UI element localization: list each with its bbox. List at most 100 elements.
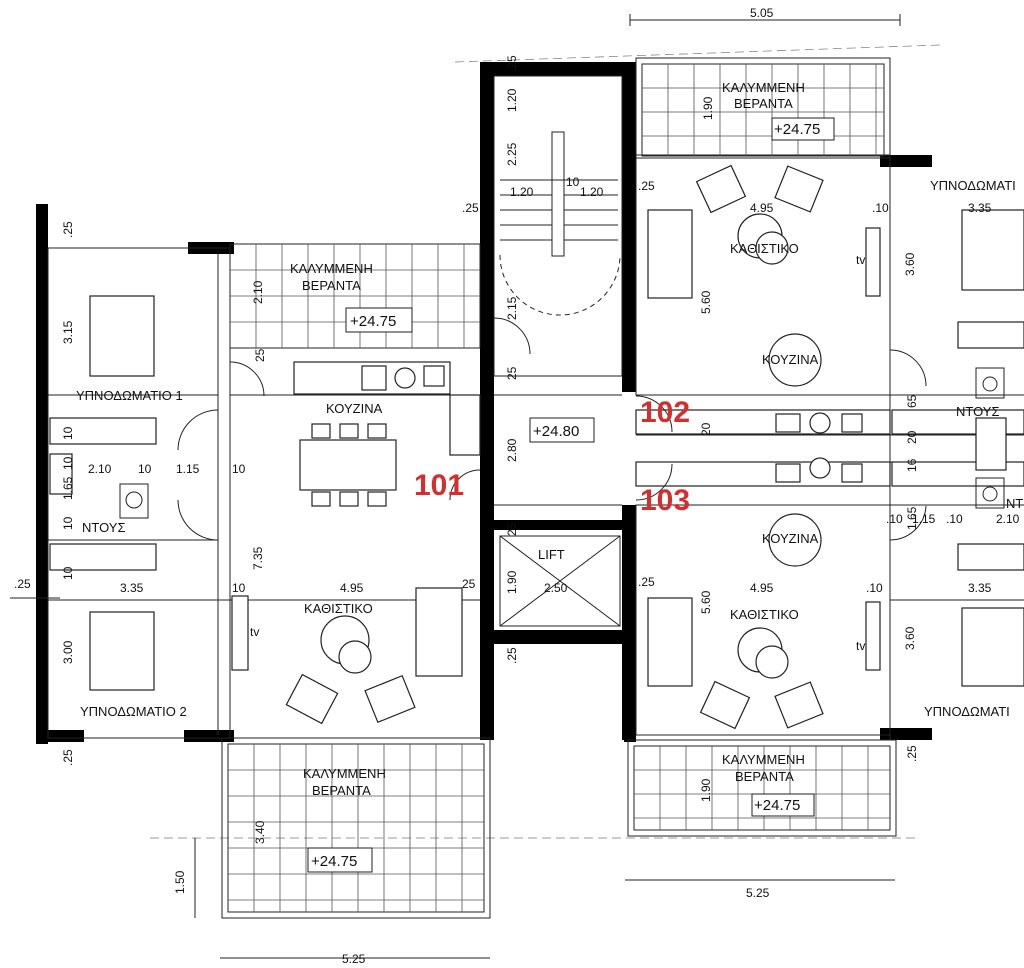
veranda-label-top-left: ΚΑΛΥΜΜΕΝΗ — [290, 261, 373, 276]
dim-25-v-left: .25 — [61, 221, 75, 238]
level-lobby: +24.80 — [533, 423, 579, 440]
dim-165-left: 1.65 — [61, 476, 75, 500]
dimension-texts: 5.05 5.25 5.25 4.95 4.95 4.95 3.35 3.35 … — [14, 6, 1020, 966]
dim-150: 1.50 — [173, 870, 187, 894]
dim-560-102: 5.60 — [699, 290, 713, 314]
dim-bottom-525-right: 5.25 — [746, 886, 770, 900]
unit-numbers: 101 102 103 — [414, 396, 690, 517]
dim-735: 7.35 — [251, 546, 265, 570]
dim-190-top: 1.90 — [701, 96, 715, 120]
dim-t10-v-d: 10 — [61, 426, 75, 440]
level-tags: +24.75 +24.75 +24.80 +24.75 +24.75 — [307, 117, 835, 873]
dim-360-bottom: 3.60 — [903, 626, 917, 650]
dim-10-a: .10 — [872, 201, 889, 215]
living-label-103: ΚΑΘΙΣΤΙΚΟ — [730, 607, 799, 622]
dim-t25-v-c: 25 — [253, 348, 267, 362]
kitchen-label-102: ΚΟΥΖΙΝΑ — [762, 352, 819, 367]
bath-label-right-cut: ΝΤ — [1006, 496, 1023, 511]
bedroom-label-right-bottom: ΥΠΝΟΔΩΜΑΤΙ — [924, 704, 1010, 719]
veranda-label-bottom-left-2: ΒΕΡΑΝΤΑ — [312, 783, 371, 798]
dim-120-stair: 1.20 — [510, 185, 534, 199]
dim-t10-v-a: 10 — [61, 456, 75, 470]
dim-t20-v: 20 — [699, 422, 713, 436]
dim-225-core: 2.25 — [505, 142, 519, 166]
dim-210-left: 2.10 — [88, 462, 112, 476]
dim-25-b: .25 — [638, 179, 655, 193]
tv-label-right-top: tv — [856, 253, 865, 267]
veranda-label-top-left-2: ΒΕΡΑΝΤΑ — [302, 278, 361, 293]
dimension-lines — [10, 14, 901, 959]
kitchen-label-103: ΚΟΥΖΙΝΑ — [762, 531, 819, 546]
dim-25-a: .25 — [462, 201, 479, 215]
dim-t10-v-b: 10 — [61, 516, 75, 530]
living-label-101: ΚΑΘΙΣΤΙΚΟ — [304, 601, 373, 616]
dim-10-c: .10 — [886, 512, 903, 526]
dim-300: 3.00 — [61, 640, 75, 664]
dim-335-left: 3.35 — [120, 581, 144, 595]
dim-335-right-bottom: 3.35 — [968, 581, 992, 595]
dim-120-core: 1.20 — [505, 88, 519, 112]
dim-315: 3.15 — [61, 320, 75, 344]
dim-25-d: .25 — [14, 577, 31, 591]
dim-210-right: 2.10 — [996, 512, 1020, 526]
dim-top-505: 5.05 — [750, 6, 774, 20]
lift-label: LIFT — [538, 547, 565, 562]
dim-t10-v-c: 10 — [61, 566, 75, 580]
dim-t16-v: 16 — [905, 458, 919, 472]
dim-250-lift: 2.50 — [544, 581, 568, 595]
dim-25-v-core-bottom: .25 — [505, 647, 519, 664]
living-label-102: ΚΑΘΙΣΤΙΚΟ — [730, 241, 799, 256]
veranda-label-bottom-left: ΚΑΛΥΜΜΕΝΗ — [303, 766, 386, 781]
door-swings — [177, 317, 927, 541]
room-labels: ΚΑΛΥΜΜΕΝΗ ΒΕΡΑΝΤΑ ΚΑΛΥΜΜΕΝΗ ΒΕΡΑΝΤΑ ΚΑΛΥ… — [76, 80, 1023, 798]
bedroom-1-label: ΥΠΝΟΔΩΜΑΤΙΟ 1 — [76, 388, 183, 403]
veranda-label-bottom-right: ΚΑΛΥΜΜΕΝΗ — [722, 752, 805, 767]
dim-120-stair-b: 1.20 — [580, 185, 604, 199]
veranda-label-bottom-right-2: ΒΕΡΑΝΤΑ — [735, 769, 794, 784]
wheelchair-icon — [119, 367, 1005, 519]
dim-bottom-525-left: 5.25 — [342, 952, 366, 966]
unit-102: 102 — [640, 396, 690, 429]
veranda-label-top-right-2: ΒΕΡΑΝΤΑ — [734, 96, 793, 111]
tv-label-right-bottom: tv — [856, 639, 865, 653]
dim-495-102: 4.95 — [750, 201, 774, 215]
tv-label-left: tv — [250, 625, 259, 639]
dim-560-103: 5.60 — [699, 590, 713, 614]
dim-190-bottom: 1.90 — [699, 778, 713, 802]
partition-walls — [47, 57, 1024, 919]
dim-25-v-right: .25 — [905, 745, 919, 762]
bedroom-label-right-top: ΥΠΝΟΔΩΜΑΤΙ — [930, 178, 1016, 193]
level-veranda-top-right: +24.75 — [774, 121, 820, 138]
level-veranda-bottom-left: +24.75 — [311, 853, 357, 870]
dim-210-veranda: 2.10 — [251, 280, 265, 304]
staircase — [499, 131, 621, 316]
dim-25-c: .25 — [638, 575, 655, 589]
dim-t65-v: 65 — [905, 394, 919, 408]
unit-103: 103 — [640, 484, 690, 517]
dim-190-lift: 1.90 — [505, 570, 519, 594]
level-veranda-top-left: +24.75 — [350, 313, 396, 330]
dim-115-left: 1.15 — [176, 462, 200, 476]
dim-t20-v-right: 20 — [905, 430, 919, 444]
dim-25-v-core-top: .25 — [505, 55, 519, 72]
dim-215-core: 2.15 — [505, 296, 519, 320]
dim-10-d: .10 — [946, 512, 963, 526]
dim-t10-b: 10 — [232, 462, 246, 476]
dim-25-v-left-b: .25 — [61, 749, 75, 766]
bedroom-2-label: ΥΠΝΟΔΩΜΑΤΙΟ 2 — [80, 704, 187, 719]
dim-t25-v-a: 25 — [505, 366, 519, 380]
structural-walls — [36, 62, 932, 744]
dim-340: 3.40 — [253, 820, 267, 844]
veranda-label-top-right: ΚΑΛΥΜΜΕΝΗ — [722, 80, 805, 95]
bath-label-right: ΝΤΟΥΣ — [956, 404, 1000, 419]
bath-label-left: ΝΤΟΥΣ — [82, 520, 126, 535]
dim-t10-a: 10 — [138, 462, 152, 476]
dim-t25-v-b: 25 — [505, 522, 519, 536]
dim-360-top: 3.60 — [903, 252, 917, 276]
dim-335-right-top: 3.35 — [968, 201, 992, 215]
level-veranda-bottom-right: +24.75 — [754, 797, 800, 814]
dim-d20-stair: 10 — [566, 175, 580, 189]
dim-115-right: 1.15 — [912, 512, 936, 526]
dim-10-b: .10 — [866, 581, 883, 595]
